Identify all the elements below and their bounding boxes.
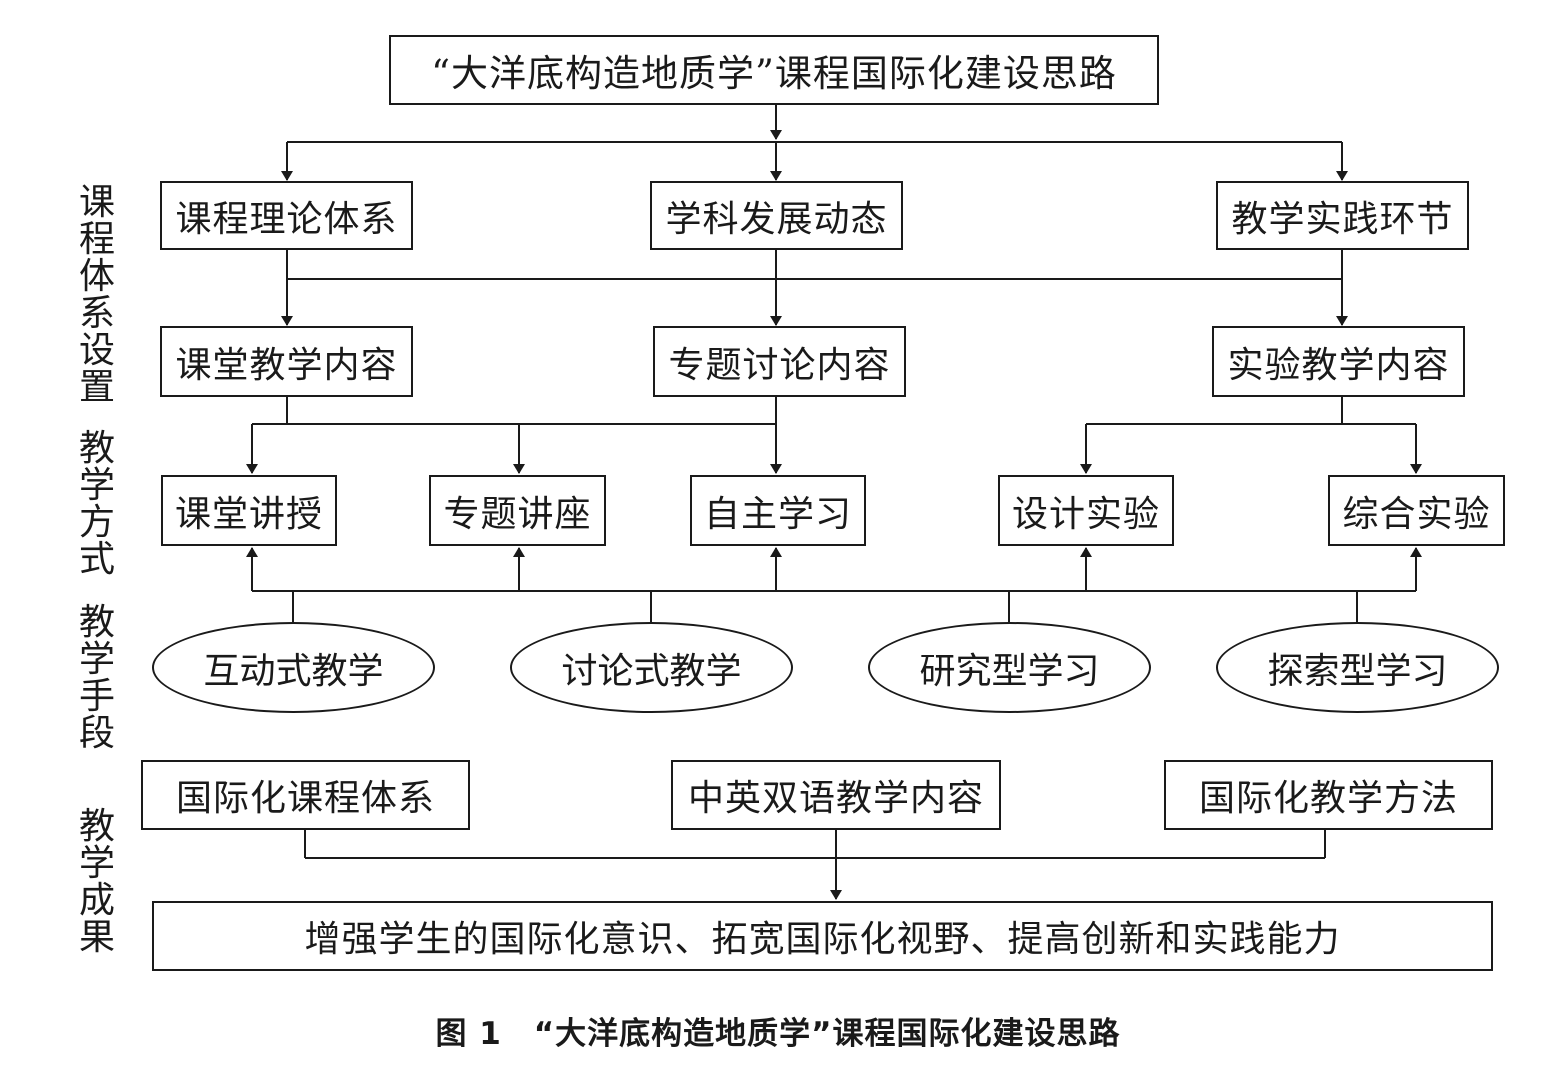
ellipse-exploratory-learning: 探索型学习	[1216, 622, 1499, 713]
node-comprehensive-experiment: 综合实验	[1328, 475, 1505, 546]
node-course-theory: 课程理论体系	[160, 181, 413, 250]
side-label-course-system: 课程体系设置	[78, 182, 115, 408]
side-label-teaching-result: 教学成果	[78, 806, 115, 958]
node-teaching-practice: 教学实践环节	[1216, 181, 1469, 250]
node-seminar-content: 专题讨论内容	[653, 326, 906, 397]
side-label-teaching-mode: 教学方式	[78, 428, 115, 580]
node-classroom-lecture: 课堂讲授	[161, 475, 337, 546]
ellipse-research-learning: 研究型学习	[868, 622, 1151, 713]
figure-caption: 图 1 “大洋底构造地质学”课程国际化建设思路	[435, 1016, 1121, 1052]
ellipse-interactive-teaching: 互动式教学	[152, 622, 435, 713]
ellipse-discussion-teaching: 讨论式教学	[510, 622, 793, 713]
node-intl-teaching-method: 国际化教学方法	[1164, 760, 1493, 830]
node-topic-lecture: 专题讲座	[429, 475, 606, 546]
node-design-experiment: 设计实验	[998, 475, 1174, 546]
node-bilingual-content: 中英双语教学内容	[671, 760, 1001, 830]
node-classroom-content: 课堂教学内容	[160, 326, 413, 397]
title-box: “大洋底构造地质学”课程国际化建设思路	[389, 35, 1159, 105]
node-experiment-content: 实验教学内容	[1212, 326, 1465, 397]
side-label-teaching-means: 教学手段	[78, 602, 115, 754]
node-self-study: 自主学习	[690, 475, 866, 546]
node-final-outcome: 增强学生的国际化意识、拓宽国际化视野、提高创新和实践能力	[152, 901, 1493, 971]
node-discipline-frontier: 学科发展动态	[650, 181, 903, 250]
node-intl-course-system: 国际化课程体系	[141, 760, 470, 830]
